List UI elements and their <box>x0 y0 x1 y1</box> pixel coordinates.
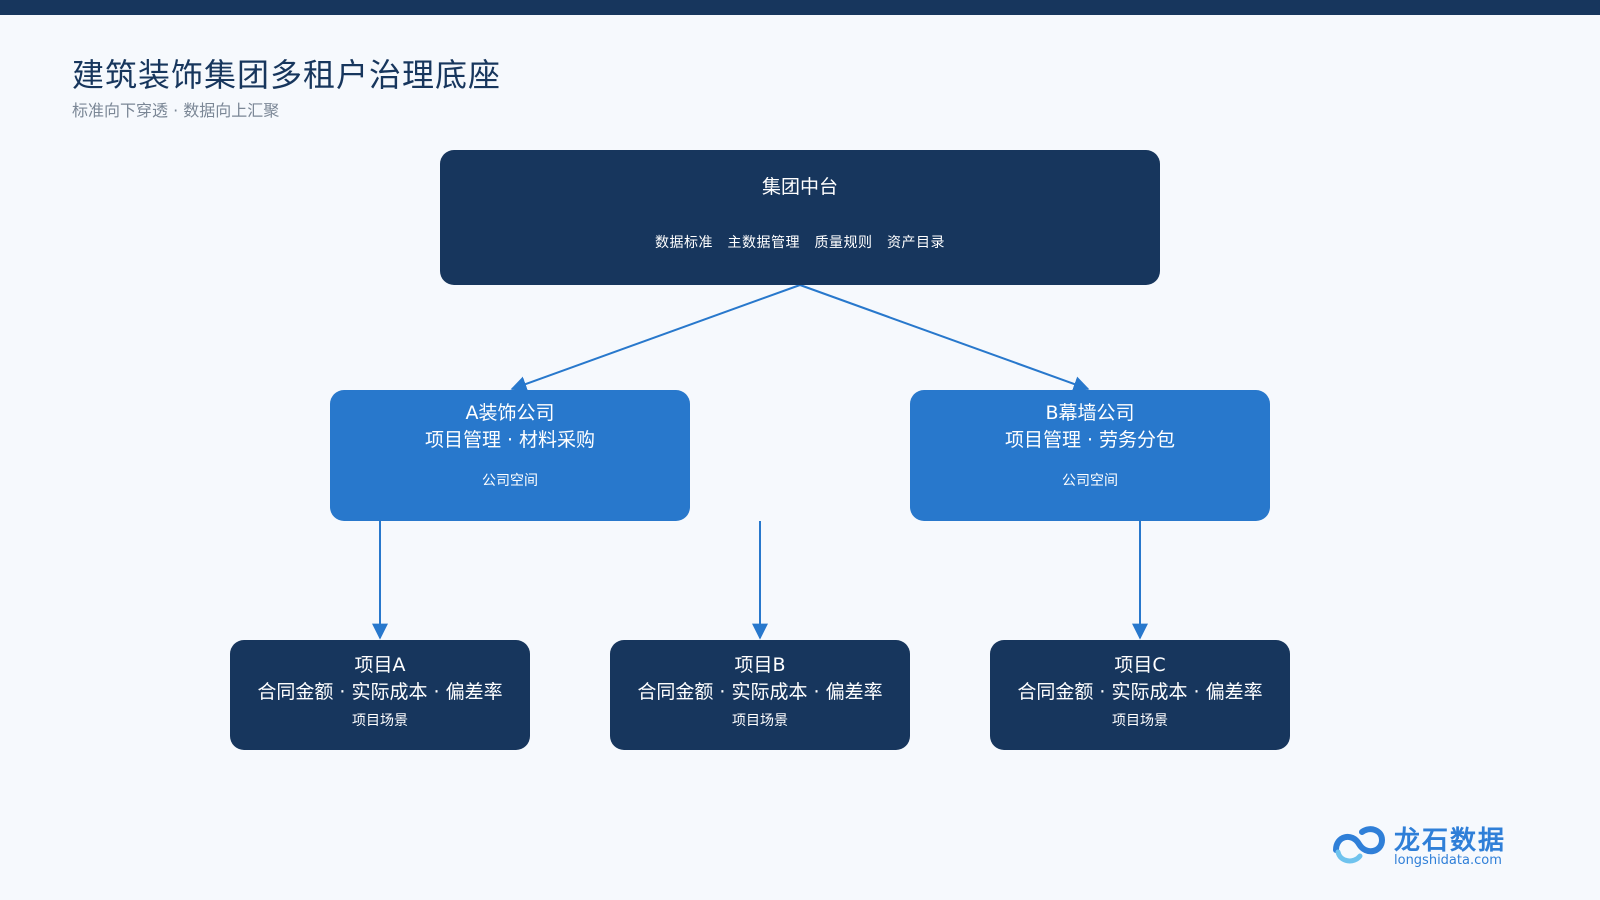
group-capabilities: 数据标准 主数据管理 质量规则 资产目录 <box>655 235 945 251</box>
group-platform-title: 集团中台 <box>761 176 838 198</box>
logo-name: 龙石数据 <box>1394 826 1507 856</box>
company-node-b: B幕墙公司 项目管理 · 劳务分包 公司空间 <box>910 390 1270 521</box>
company-functions: 项目管理 · 材料采购 <box>424 429 596 451</box>
top-bar <box>0 0 1600 15</box>
group-platform-node: 集团中台 数据标准 主数据管理 质量规则 资产目录 <box>440 150 1160 285</box>
project-metrics: 合同金额 · 实际成本 · 偏差率 <box>1017 681 1263 703</box>
company-title: A装饰公司 <box>465 402 555 424</box>
project-node-b: 项目B 合同金额 · 实际成本 · 偏差率 项目场景 <box>610 640 910 750</box>
company-node-a: A装饰公司 项目管理 · 材料采购 公司空间 <box>330 390 690 521</box>
company-functions: 项目管理 · 劳务分包 <box>1004 429 1176 451</box>
company-title: B幕墙公司 <box>1045 402 1135 424</box>
project-scene-label: 项目场景 <box>1112 713 1168 729</box>
project-scene-label: 项目场景 <box>352 713 408 729</box>
project-scene-label: 项目场景 <box>732 713 788 729</box>
project-title: 项目A <box>354 654 406 676</box>
logo: 龙石数据 longshidata.com <box>1330 820 1530 870</box>
company-space-label: 公司空间 <box>1062 473 1118 489</box>
project-node-c: 项目C 合同金额 · 实际成本 · 偏差率 项目场景 <box>990 640 1290 750</box>
logo-mark-icon <box>1333 826 1386 864</box>
connector-group-to-company-b <box>799 284 1090 392</box>
page-subtitle: 标准向下穿透 · 数据向上汇聚 <box>72 101 280 120</box>
company-space-label: 公司空间 <box>482 473 538 489</box>
project-title: 项目B <box>734 654 786 676</box>
logo-url: longshidata.com <box>1394 853 1502 868</box>
project-metrics: 合同金额 · 实际成本 · 偏差率 <box>257 681 503 703</box>
connector-group-to-company-a <box>510 284 801 392</box>
project-title: 项目C <box>1114 654 1166 676</box>
project-node-a: 项目A 合同金额 · 实际成本 · 偏差率 项目场景 <box>230 640 530 750</box>
page-title: 建筑装饰集团多租户治理底座 <box>72 56 502 94</box>
project-metrics: 合同金额 · 实际成本 · 偏差率 <box>637 681 883 703</box>
